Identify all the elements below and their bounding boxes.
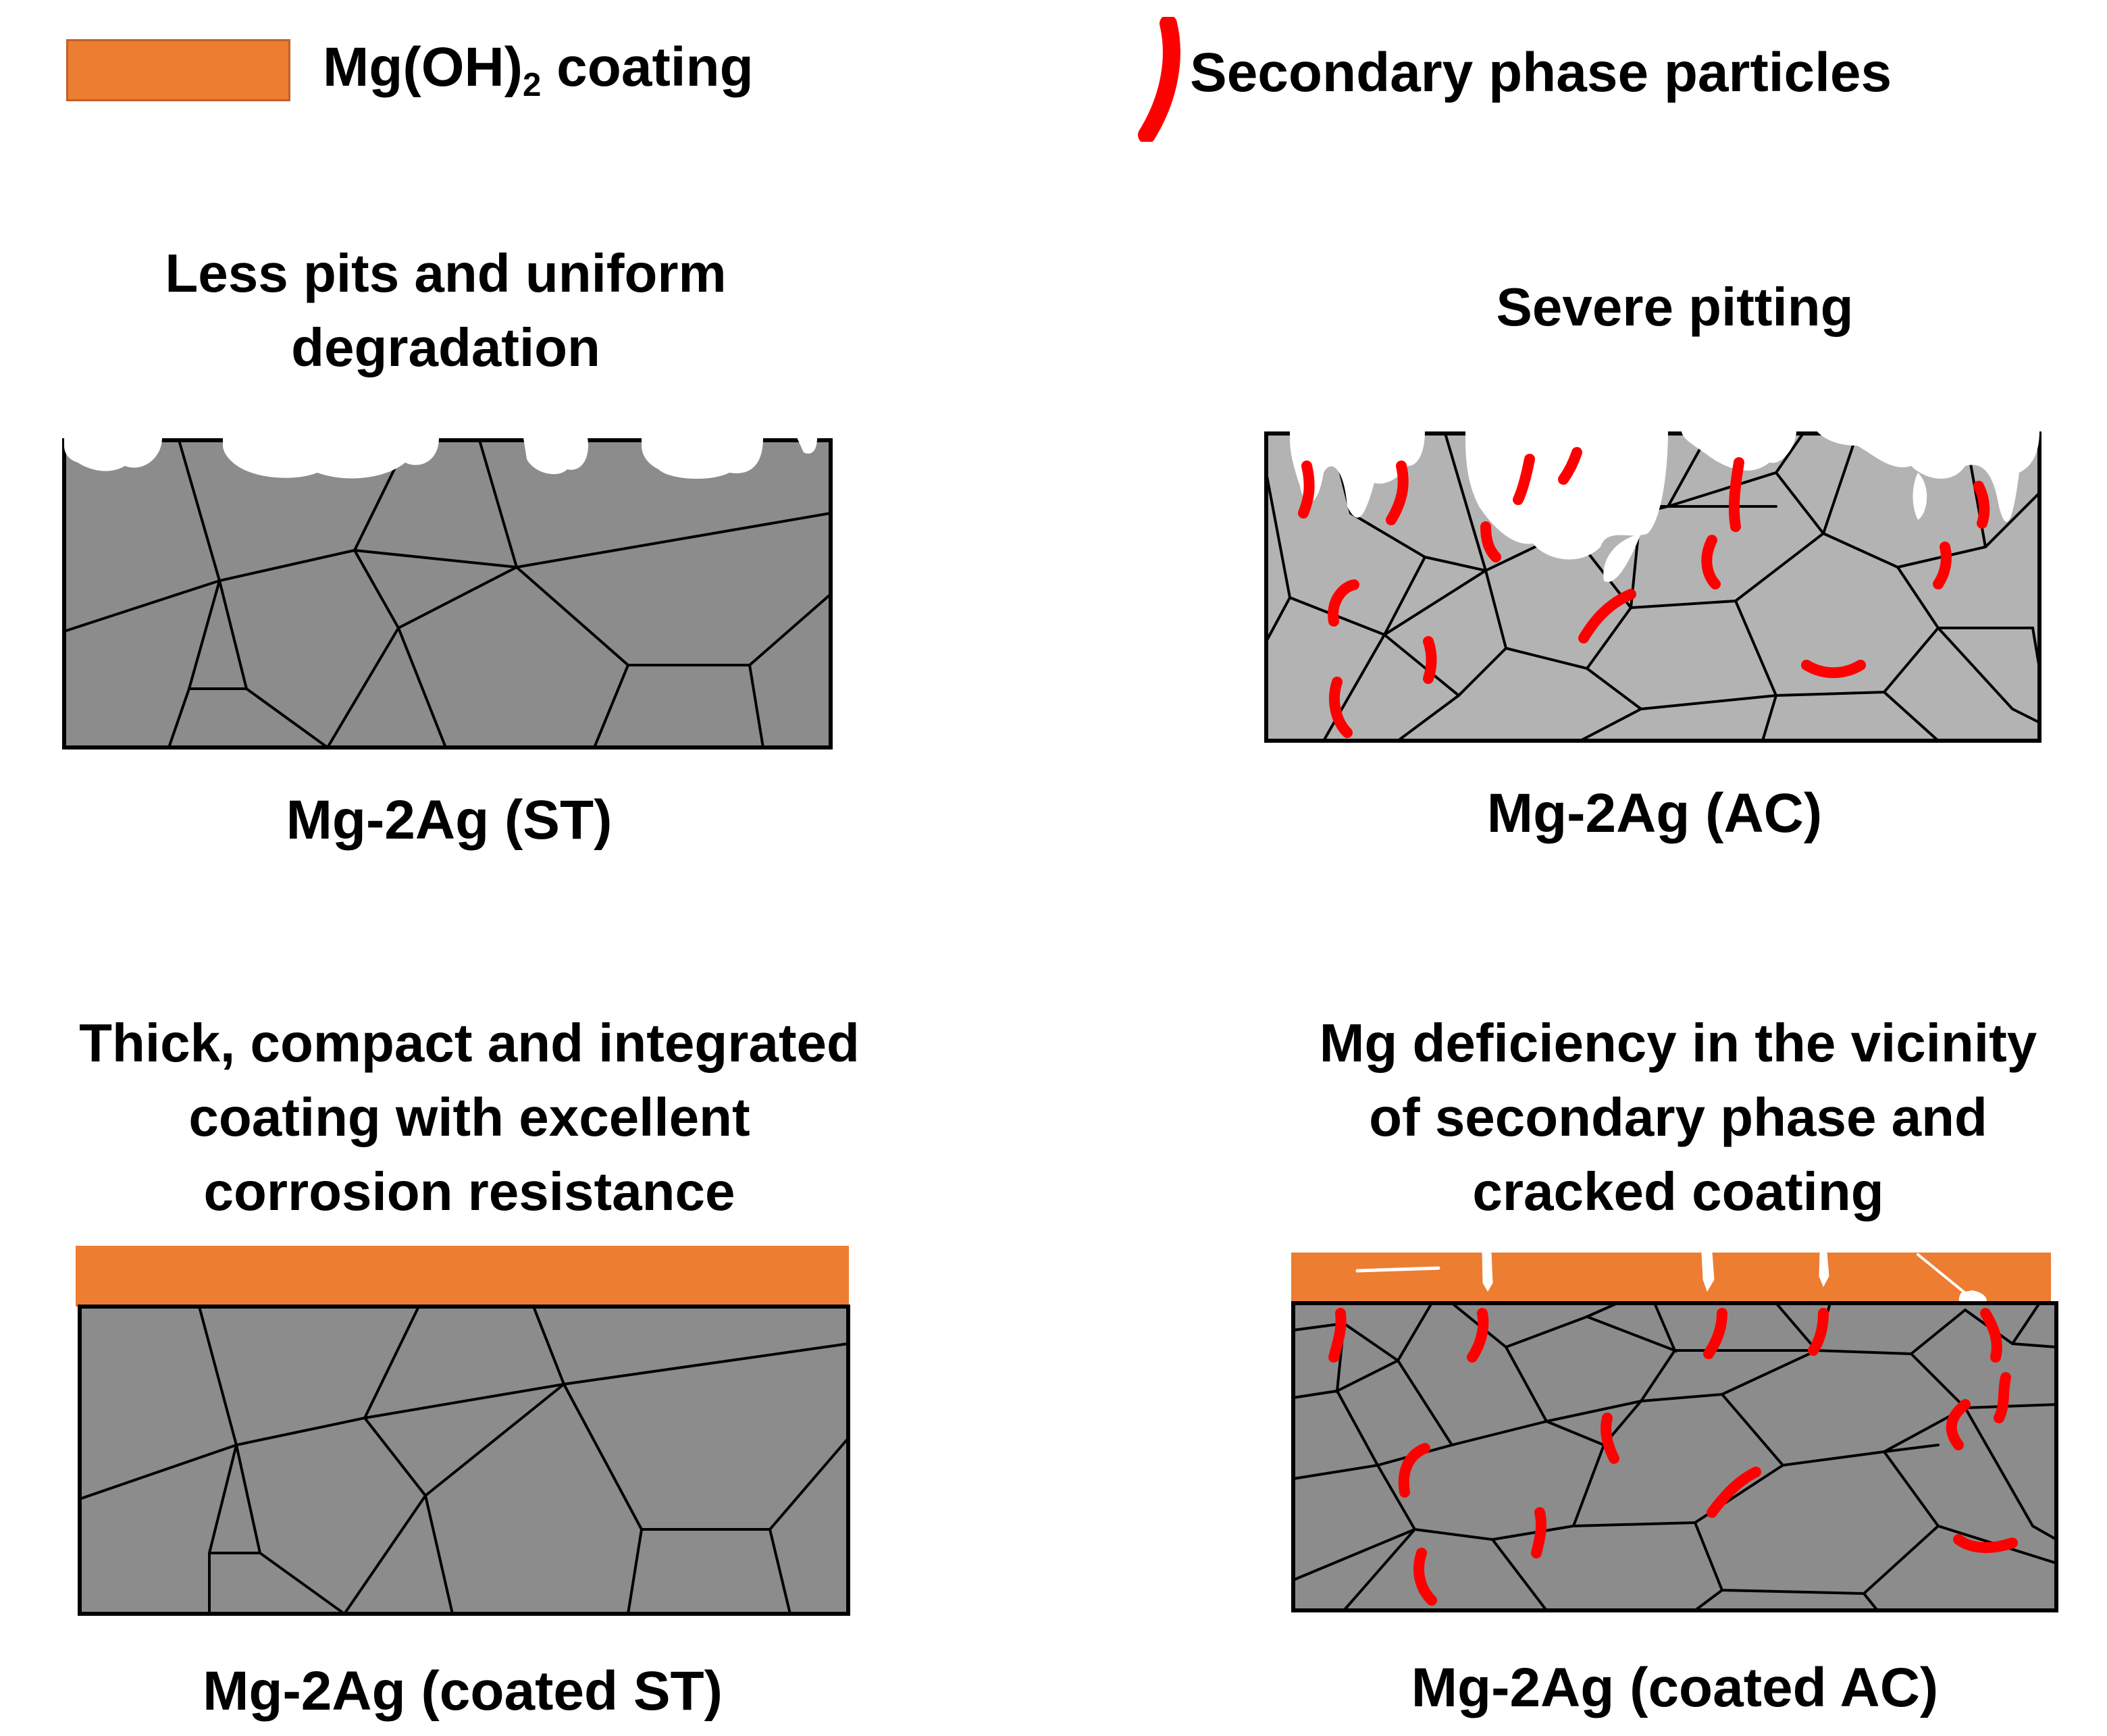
corrosion-pits bbox=[64, 438, 817, 479]
legend-coating-label: Mg(OH)2 coating bbox=[323, 34, 754, 119]
panel-coated-ac-label: Mg-2Ag (coated AC) bbox=[1411, 1657, 1939, 1718]
grain-block bbox=[62, 438, 833, 749]
panel-coated-st-title: Thick, compact and integrated coating wi… bbox=[79, 1013, 860, 1221]
panel-st-title: Less pits and uniform degradation bbox=[165, 243, 727, 377]
corrosion-pits bbox=[1290, 431, 2039, 582]
secondary-phase-particles bbox=[1328, 1308, 2018, 1606]
grain-boundaries bbox=[1265, 432, 2041, 742]
legend-coating-base: Mg(OH) bbox=[323, 36, 523, 98]
grain-boundaries bbox=[78, 1305, 850, 1615]
panel-coated-ac-title: Mg deficiency in the vicinity of seconda… bbox=[1319, 1013, 2037, 1221]
grain-block bbox=[78, 1305, 850, 1616]
panel-coated-st-label: Mg-2Ag (coated ST) bbox=[203, 1660, 723, 1722]
panel-ac-diagram bbox=[1264, 431, 2041, 743]
panel-coated-ac-diagram bbox=[1291, 1252, 2058, 1612]
panel-coated-st-diagram bbox=[76, 1246, 850, 1616]
coating-layer bbox=[1291, 1253, 2051, 1303]
coating-swatch bbox=[66, 39, 290, 101]
legend-particles-label: Secondary phase particles bbox=[1190, 42, 1892, 103]
particle-icon bbox=[1138, 17, 1180, 142]
coating-layer bbox=[76, 1246, 849, 1307]
secondary-phase-particles bbox=[1298, 447, 1990, 738]
grain-boundaries bbox=[63, 439, 832, 749]
legend-coating-suffix: coating bbox=[541, 36, 754, 98]
panel-ac-title: Severe pitting bbox=[1496, 277, 1854, 337]
panel-st-diagram bbox=[62, 438, 833, 749]
panel-st-label: Mg-2Ag (ST) bbox=[286, 789, 613, 851]
legend-coating-subscript: 2 bbox=[523, 65, 542, 103]
panel-ac-label: Mg-2Ag (AC) bbox=[1486, 783, 1823, 844]
